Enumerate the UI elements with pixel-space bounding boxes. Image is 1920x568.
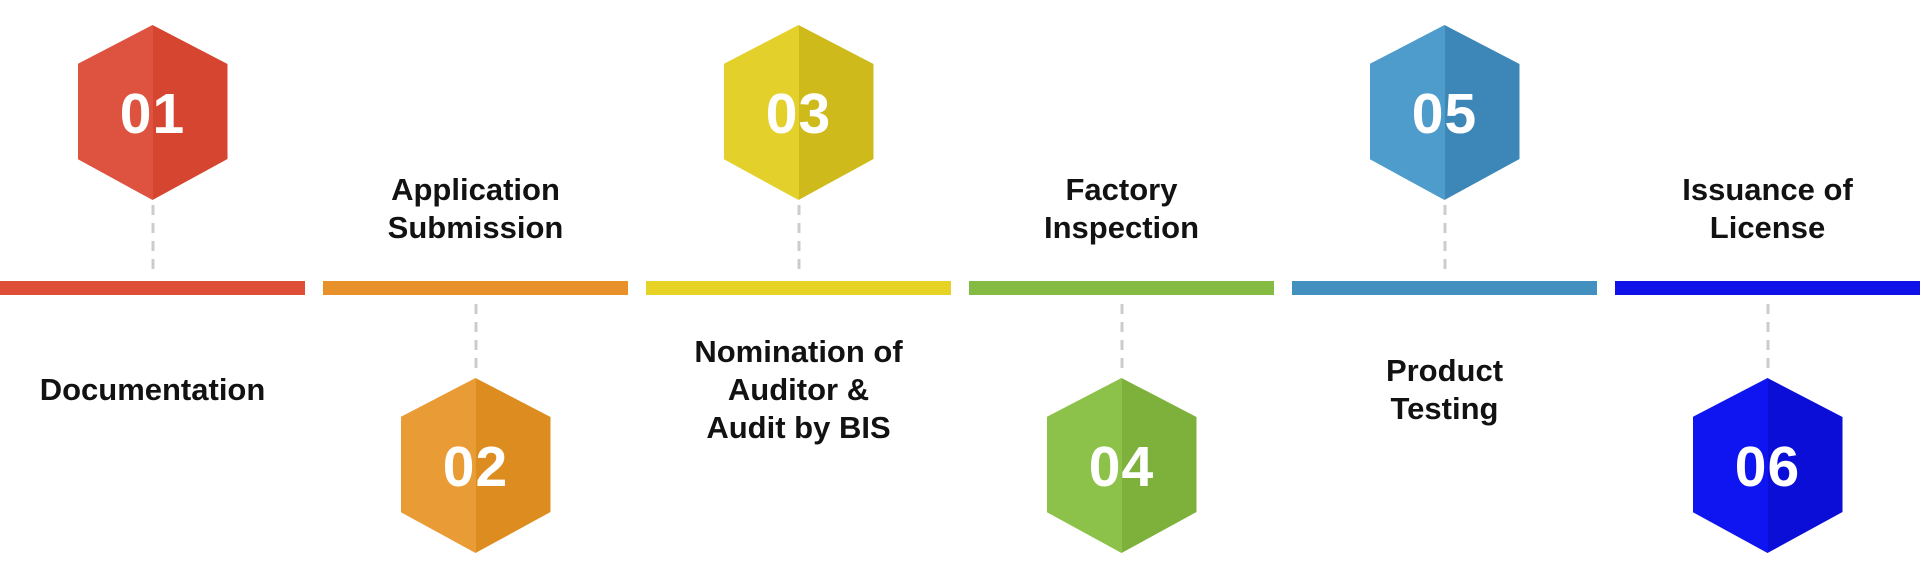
step-number: 01 [119,82,186,146]
dashed-connector [474,304,477,368]
step-label-line: Inspection [1043,210,1199,245]
step-label-line: Product [1385,353,1504,388]
step-label-line: Submission [387,210,564,245]
step-hexagon: 03 [723,25,874,200]
step-number: 06 [1734,435,1801,499]
step-label-line: Nomination of [694,334,903,369]
step-hexagon: 05 [1369,25,1520,200]
step-number: 05 [1411,82,1478,146]
dashed-connector [1443,205,1446,269]
step-label-line: License [1709,210,1826,245]
timeline-step-01: 01 Documentation [0,0,305,568]
step-label-line: Factory [1065,172,1178,207]
step-hexagon: 04 [1046,378,1197,553]
dashed-connector [1766,304,1769,368]
step-hexagon: 02 [400,378,551,553]
step-hexagon: 01 [77,25,228,200]
step-hexagon: 06 [1692,378,1843,553]
timeline-bar-segment [323,281,628,295]
step-label-line: Testing [1390,391,1499,426]
step-label-line: Audit by BIS [706,410,891,445]
timeline-bar-segment [0,281,305,295]
step-number: 03 [765,82,832,146]
step-label-line: Auditor & [727,372,870,407]
step-number: 02 [442,435,509,499]
step-label-line: Documentation [39,372,266,407]
timeline-bar-segment [1615,281,1920,295]
timeline-bar-segment [969,281,1274,295]
step-label: Documentation [3,300,303,480]
step-label-line: Issuance of [1682,172,1853,207]
timeline-bar-segment [1292,281,1597,295]
dashed-connector [151,205,154,269]
dashed-connector [797,205,800,269]
step-number: 04 [1088,435,1155,499]
timeline-bar-segment [646,281,951,295]
dashed-connector [1120,304,1123,368]
step-label-line: Application [391,172,560,207]
